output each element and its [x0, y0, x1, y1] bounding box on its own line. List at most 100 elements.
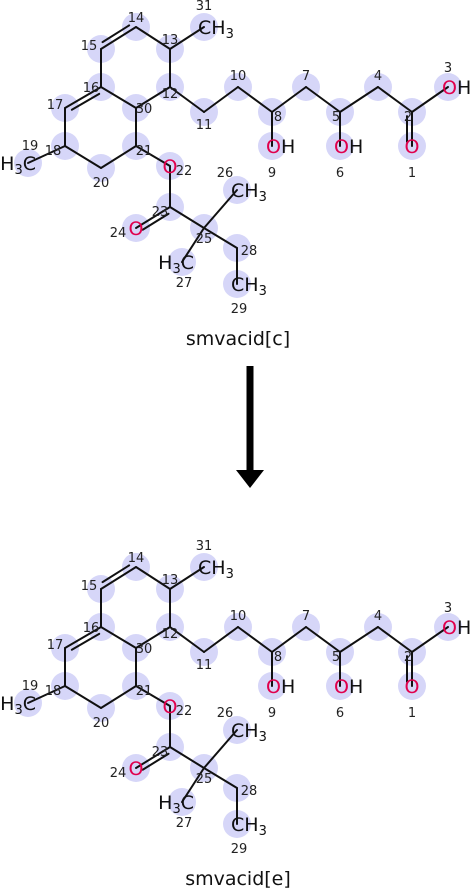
top-methyl-label-19: H3C [0, 153, 36, 178]
bottom-atom-number-13: 13 [162, 573, 179, 588]
molecule-name-top: smvacid[c] [186, 328, 290, 350]
top-atom-number-26: 26 [217, 166, 234, 181]
bottom-atom-number-15: 15 [81, 579, 98, 594]
bottom-atom-number-4: 4 [374, 609, 382, 624]
bottom-atom-number-25: 25 [196, 772, 213, 787]
bottom-atom-number-5: 5 [332, 650, 340, 665]
top-bond-25-27 [181, 227, 205, 263]
bottom-bond-21-22 [135, 685, 171, 707]
bottom-atom-number-26: 26 [217, 706, 234, 721]
bottom-bond-11-10 [203, 626, 239, 653]
top-atom-number-2: 2 [404, 110, 412, 125]
top-atom-number-10: 10 [230, 69, 247, 84]
bottom-bond-14-15 [100, 566, 137, 590]
reaction-arrow [236, 366, 264, 488]
top-bond-10-8 [237, 86, 273, 113]
top-atom-number-5: 5 [332, 110, 340, 125]
bottom-atom-number-28: 28 [241, 784, 258, 799]
top-atom-number-12: 12 [162, 87, 179, 102]
top-atom-number-9: 9 [268, 166, 276, 181]
bottom-bond-18-19 [27, 685, 66, 704]
bottom-bond-8-7 [271, 626, 307, 653]
bottom-atom-label-22: O [163, 696, 178, 718]
top-atom-number-19: 19 [22, 139, 39, 154]
bottom-atom-number-8: 8 [274, 650, 282, 665]
bottom-bond-25-28 [203, 767, 238, 789]
top-bond-14-15 [100, 26, 137, 50]
top-bond-13-31 [169, 26, 205, 50]
bottom-atom-number-20: 20 [93, 716, 110, 731]
bottom-atom-number-9: 9 [268, 706, 276, 721]
top-bond-8-7 [271, 86, 307, 113]
molecule-smvacid-e: OOHOHOHOOH3CCH3H3CCH3CH31234567891011121… [0, 539, 470, 857]
top-methyl-label-31: CH3 [198, 17, 234, 42]
top-atom-label-22: O [163, 156, 178, 178]
top-atom-number-8: 8 [274, 110, 282, 125]
bottom-bond-12-11 [169, 626, 205, 653]
top-bond-16-17 [64, 86, 102, 109]
top-atom-number-22: 22 [176, 164, 193, 179]
molecule-smvacid-c: OOHOHOHOOH3CCH3H3CCH3CH31234567891011121… [0, 0, 470, 317]
top-atom-label-3: OH [442, 77, 470, 99]
bottom-atom-label-3: OH [442, 617, 470, 639]
bottom-bond-30-12 [135, 626, 171, 649]
bottom-bond-25-26 [203, 729, 238, 769]
bottom-bond-23-25 [169, 746, 205, 769]
top-bond-25-28 [203, 227, 238, 249]
top-bond-5-4 [339, 86, 379, 113]
top-atom-number-1: 1 [408, 166, 416, 181]
top-atom-number-14: 14 [128, 11, 145, 26]
bottom-atom-number-30: 30 [136, 642, 153, 657]
top-double-bond-23-24 [141, 212, 170, 231]
top-atom-number-3: 3 [444, 61, 452, 76]
top-atom-number-21: 21 [136, 144, 153, 159]
arrow-head-icon [236, 470, 264, 488]
bottom-atom-number-10: 10 [230, 609, 247, 624]
top-methyl-label-26: CH3 [231, 180, 267, 205]
top-atom-number-11: 11 [196, 118, 213, 133]
bottom-bond-10-8 [237, 626, 273, 653]
top-bond-20-21 [100, 145, 137, 169]
top-atom-label-1: O [405, 136, 420, 158]
bottom-atom-number-16: 16 [83, 621, 100, 636]
top-atom-number-16: 16 [83, 81, 100, 96]
top-atom-number-31: 31 [196, 0, 213, 14]
top-double-bond-14-15 [101, 24, 131, 44]
top-atom-number-4: 4 [374, 69, 382, 84]
bottom-bond-16-17 [64, 626, 102, 649]
top-atom-number-28: 28 [241, 244, 258, 259]
top-atom-number-17: 17 [47, 98, 64, 113]
bottom-bond-20-21 [100, 685, 137, 709]
top-atom-label-6: OH [334, 136, 363, 158]
bottom-double-bond-23-24 [141, 752, 170, 771]
bottom-atom-number-14: 14 [128, 551, 145, 566]
bottom-atom-number-7: 7 [302, 609, 310, 624]
top-atom-label-24: O [129, 218, 144, 240]
top-bond-23-24 [135, 206, 171, 229]
top-atom-number-15: 15 [81, 39, 98, 54]
bottom-atom-label-6: OH [334, 676, 363, 698]
bottom-atom-label-9: OH [266, 676, 295, 698]
bottom-bond-2-3 [411, 626, 449, 653]
bottom-atom-number-17: 17 [47, 638, 64, 653]
top-bond-30-12 [135, 86, 171, 109]
bottom-methyl-label-27: H3C [158, 792, 194, 817]
top-bond-12-11 [169, 86, 205, 113]
bottom-methyl-label-26: CH3 [231, 720, 267, 745]
bottom-atom-number-12: 12 [162, 627, 179, 642]
top-atom-number-13: 13 [162, 33, 179, 48]
bottom-atom-number-27: 27 [176, 816, 193, 831]
bottom-atom-number-24: 24 [110, 766, 127, 781]
top-bond-21-22 [135, 145, 171, 167]
bottom-atom-number-19: 19 [22, 679, 39, 694]
bottom-atom-number-23: 23 [152, 745, 169, 760]
molecule-name-bottom: smvacid[e] [185, 868, 291, 888]
bottom-methyl-label-31: CH3 [198, 557, 234, 582]
top-bond-7-5 [305, 86, 341, 113]
bottom-atom-label-1: O [405, 676, 420, 698]
top-methyl-label-27: H3C [158, 252, 194, 277]
top-atom-number-6: 6 [336, 166, 344, 181]
bottom-atom-number-18: 18 [45, 684, 62, 699]
bottom-bond-23-24 [135, 746, 171, 769]
